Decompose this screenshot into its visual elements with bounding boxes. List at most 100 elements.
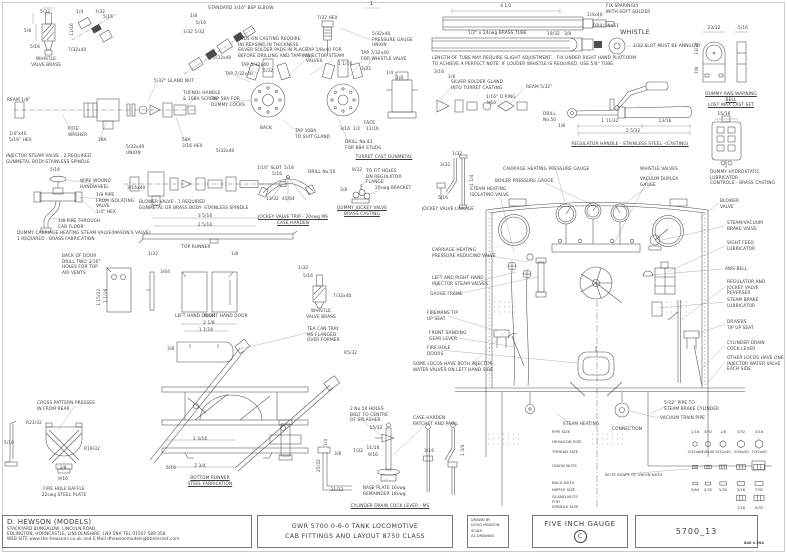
drawing-title-line-2: CAB FITTINGS AND LAYOUT 8750 CLASS: [285, 532, 425, 540]
drawing-label: STEAM HEATING ISOLATING VALVE: [470, 187, 509, 198]
drawing-label: 1 3/4: [461, 444, 466, 456]
drawing-label: DUMMY AWS WARNING BELL LOST WAX CAST SET: [705, 92, 757, 109]
drawing-label: 7/32: [95, 10, 106, 15]
baffle-bracket-profile: [4, 420, 18, 467]
drawing-label: 3/16 HEX: [182, 144, 203, 149]
drawing-label: FIRE HOLE DOORS: [427, 346, 451, 357]
pipe-table-icons: [624, 439, 765, 502]
drawing-label: 2 3/4: [194, 464, 206, 469]
drawing-label: STEAM/VACUUM BRAKE VALVE: [727, 221, 763, 232]
pipe-table-cell: 3/32x60: [687, 450, 703, 454]
regulator-handle-detail: [567, 98, 693, 136]
drawing-label: JOCKEY VALVE LINKAGE: [421, 207, 475, 212]
drawing-label: R5/32: [344, 351, 358, 356]
drawing-label: 1/32: [148, 252, 159, 257]
drawing-label: WHISTLE VALVE BRASS: [31, 57, 61, 68]
drawing-label: TAP 7/32x40: [225, 72, 253, 77]
pipe-table-row-label: NIPPLE SIZE: [552, 487, 576, 492]
drawing-label: 23/32: [707, 26, 721, 31]
drawing-label: 19/32: [547, 32, 560, 37]
blower-valve-detail: [124, 171, 292, 206]
pipe-table-cell: 3/32: [703, 430, 713, 434]
drain-cock-lever-parts: [269, 419, 458, 495]
drawing-label: BASE PLATE 16swg REMAINDER 18swg: [363, 486, 406, 497]
drawing-label: PTFE WASHER: [68, 127, 88, 138]
drawing-label: CARRIAGE HEATING PRESSURE GAUGE: [503, 167, 590, 172]
pipe-table-cell: 3/16: [736, 488, 746, 492]
drawing-number: 5700_13: [675, 527, 718, 536]
drawing-label: 1/4: [324, 438, 329, 446]
drawing-label: 5/16: [737, 26, 749, 31]
company-name: D. HEWSON (MODELS): [7, 517, 92, 526]
drawing-label: CASE HARDEN RATCHET AND PAWL: [413, 416, 458, 427]
union-nut-icon: [691, 464, 765, 470]
drawing-label: REGULATOR AND JOCKEY VALVE REVERSER: [727, 280, 766, 297]
drawing-label: 2 1/8: [203, 321, 215, 326]
drawing-label: FIREMANS TIP UP SEAT: [427, 311, 459, 322]
copyright-icon: C: [573, 530, 587, 543]
drawing-label: 1/4x40: [587, 13, 603, 18]
drawing-label: 7/32: [353, 449, 364, 454]
drawing-label: BOTTOM RUNNER STEEL FABRICATION: [187, 476, 233, 487]
drawing-label: 1 1/4: [470, 174, 475, 186]
drawing-label: DUMMY HYDROSTATIC LUBRICATOR CONTROLS - …: [710, 170, 776, 187]
cab-backhead-view: [455, 198, 772, 508]
drawing-label: 1/32: [298, 266, 309, 271]
drawing-label: 5/16: [196, 21, 207, 26]
drawing-label: 1/8: [448, 75, 456, 80]
drawing-label: WHISTLE VALVES: [640, 167, 678, 172]
pipe-table-cell: 3/16x40: [733, 450, 749, 454]
drawing-label: 5/32x40 PRESSURE GAUGE UNION: [372, 32, 413, 49]
pipe-table-cell: 5/32x40: [715, 450, 731, 454]
pipe-table-cell: 5/64: [690, 488, 700, 492]
whistle-valve-brass-detail-2: [312, 274, 327, 309]
drawing-label: 3/32: [361, 67, 372, 72]
pipe-table-cell: 7/32x40: [751, 450, 767, 454]
title-block-title: GWR 5700 0-6-0 TANK LOCOMOTIVE CAB FITTI…: [257, 515, 453, 548]
pipe-table-cell: 3/32: [703, 488, 713, 492]
drawing-label: 5/16: [303, 274, 314, 279]
drawing-label: TEA CAN TRAY MS FLANGED OVER FORMER: [307, 327, 340, 344]
drawing-label: TAP 1/8x40 FOR INJECTOR STEAM VALVES: [306, 48, 344, 65]
union-elbow-detail: [71, 13, 117, 43]
drawing-label: 45/64: [282, 197, 295, 202]
drawing-label: TUFNOL HANDLE & 10BA SCREW: [183, 91, 221, 102]
drawing-label: 7/32x40: [68, 48, 87, 53]
title-block-gauge: FIVE INCH GAUGE C: [532, 515, 628, 548]
drawing-label: DRILL No.50: [308, 170, 336, 175]
drawing-label: FIX SPARINGLY WITH SOFT SOLDER: [606, 4, 651, 15]
leader-lines: [49, 9, 726, 491]
title-block-company: D. HEWSON (MODELS) STACKYARD BUNGALOW, L…: [2, 515, 252, 548]
drawing-label: 5/32x40: [213, 56, 232, 61]
drawn-by-value: DOUG HEWSON: [471, 523, 500, 528]
drawing-label: BLOWER VALVE - 1 REQUIRED GUNMETAL OR BR…: [139, 200, 249, 211]
drawing-label: OTHER LOCOS HAVE ONE INJECTOR WATER VALV…: [727, 356, 784, 373]
pressure-gauge-union-detail: [321, 20, 334, 56]
drawing-label: 1/2: [353, 127, 361, 132]
drawing-label: 3/8: [564, 32, 572, 37]
drawing-label: 13/16: [658, 119, 672, 124]
drawing-label: 11/16: [366, 446, 380, 451]
hex-icon: [692, 439, 763, 449]
pipe-table-cell: 7/32: [754, 488, 764, 492]
drawing-label: 2 5/32: [625, 129, 641, 134]
drawing-title-line-1: GWR 5700 0-6-0 TANK LOCOMOTIVE: [291, 523, 419, 531]
drawing-label: REGULATOR HANDLE - STAINLESS STEEL -(CAS…: [571, 142, 689, 147]
drawing-label: 3/8: [167, 347, 175, 352]
drawing-label: 13/32: [266, 197, 279, 202]
turret-casting-views: [246, 58, 418, 119]
drawing-label: 13/32: [695, 42, 700, 55]
drawing-label: 1/8: [190, 14, 198, 19]
drawing-label: AWS BELL: [725, 267, 748, 272]
drawing-label: TURRET CAST GUNMETAL: [355, 155, 413, 160]
drawing-label: SOME LOCOS HAVE BOTH INJECTOR WATER VALV…: [413, 362, 494, 373]
drawing-label: 3 3/16: [192, 437, 208, 442]
drawing-label: 1/4" HEX: [96, 210, 116, 215]
fire-hole-baffle-detail: [45, 422, 83, 474]
gland-nut-icon: [736, 494, 765, 502]
drawing-label: BACK OF DOOR DRILL TWO 3/16" HOLES FOR T…: [62, 254, 101, 276]
drawing-label: 3/8: [340, 188, 348, 193]
pipe-table-cell: 1/8x40: [701, 450, 715, 454]
